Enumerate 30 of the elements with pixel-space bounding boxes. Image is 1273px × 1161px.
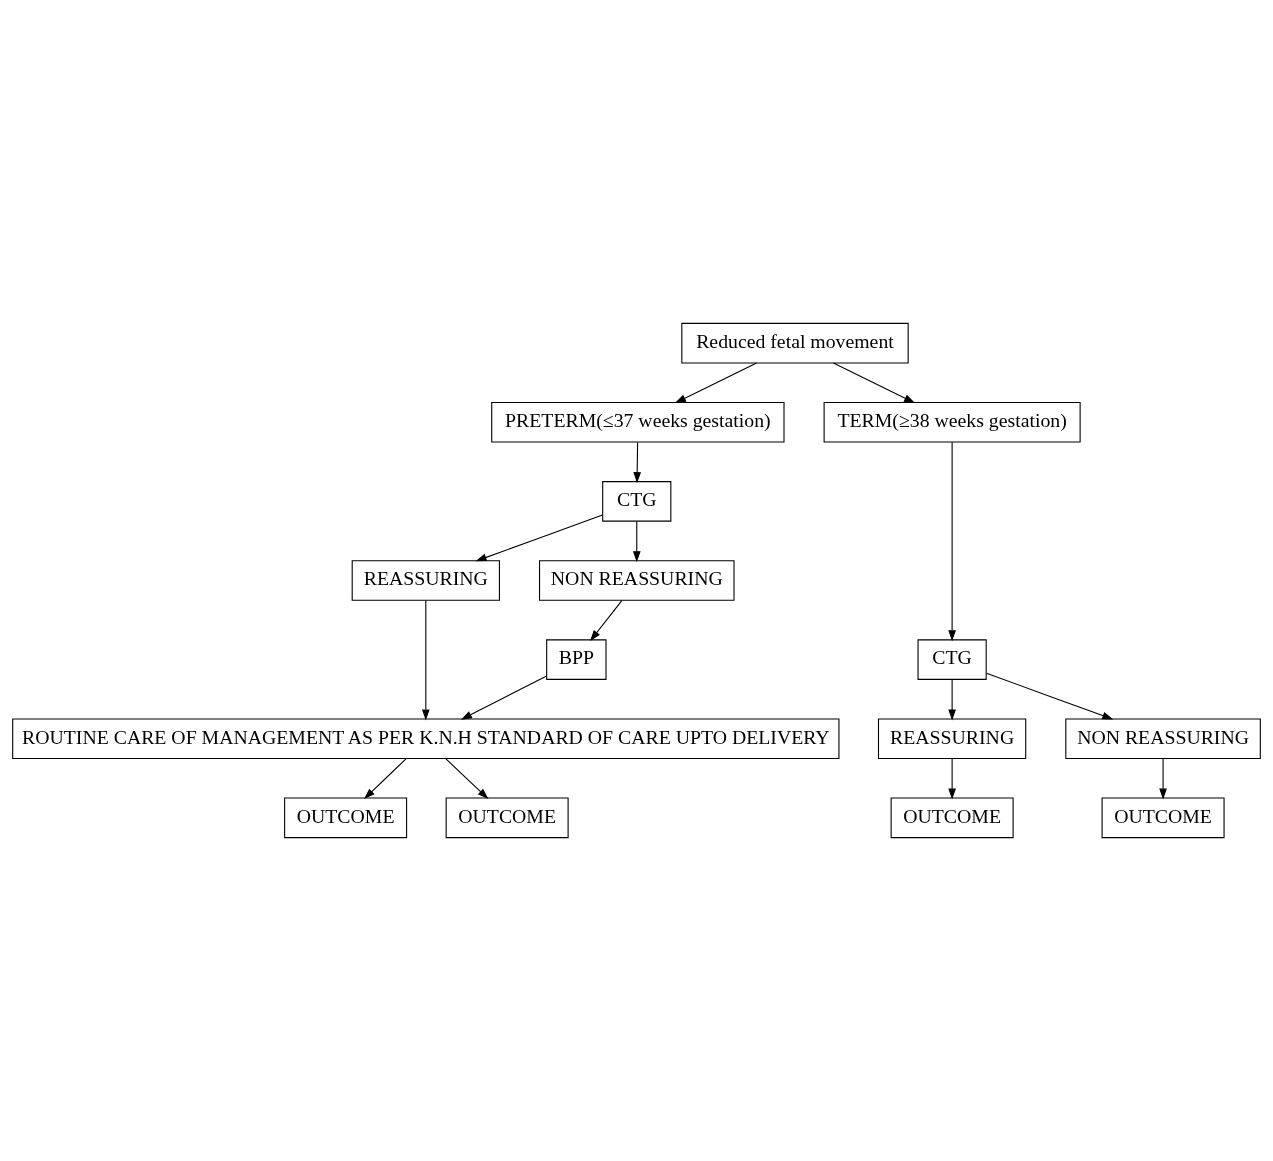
arrow [460, 675, 548, 720]
node-box: OUTCOME [890, 797, 1014, 839]
node-box: NON REASSURING [539, 560, 735, 601]
node-box: CTG [917, 639, 987, 680]
arrow [421, 599, 430, 721]
arrow [445, 758, 489, 800]
node-box: NON REASSURING [1065, 718, 1261, 760]
arrow [948, 441, 956, 642]
arrow [633, 441, 642, 484]
node-box: OUTCOME [284, 797, 408, 839]
node-box: TERM(≥38 weeks gestation) [823, 401, 1081, 443]
node-box: OUTCOME [1101, 797, 1225, 839]
node-box: BPP [546, 639, 607, 680]
arrow [590, 600, 623, 642]
arrow [948, 758, 956, 800]
arrow [985, 672, 1114, 720]
arrow [632, 520, 641, 563]
node-box: REASSURING [351, 560, 500, 601]
arrow [475, 514, 603, 562]
node-box: ROUTINE CARE OF MANAGEMENT AS PER K.N.H STANDARD OF CARE UPTO DELIVERY [12, 718, 840, 760]
node-box: CTG [602, 481, 672, 522]
node-box: Reduced fetal movement [681, 322, 909, 364]
node-box: PRETERM(≤37 weeks gestation) [491, 401, 785, 443]
arrow [1159, 758, 1167, 800]
node-box: OUTCOME [445, 797, 569, 839]
arrow [364, 758, 407, 800]
node-box: REASSURING [877, 718, 1027, 760]
arrow [832, 362, 916, 404]
arrow [948, 679, 956, 721]
arrow [674, 362, 758, 404]
